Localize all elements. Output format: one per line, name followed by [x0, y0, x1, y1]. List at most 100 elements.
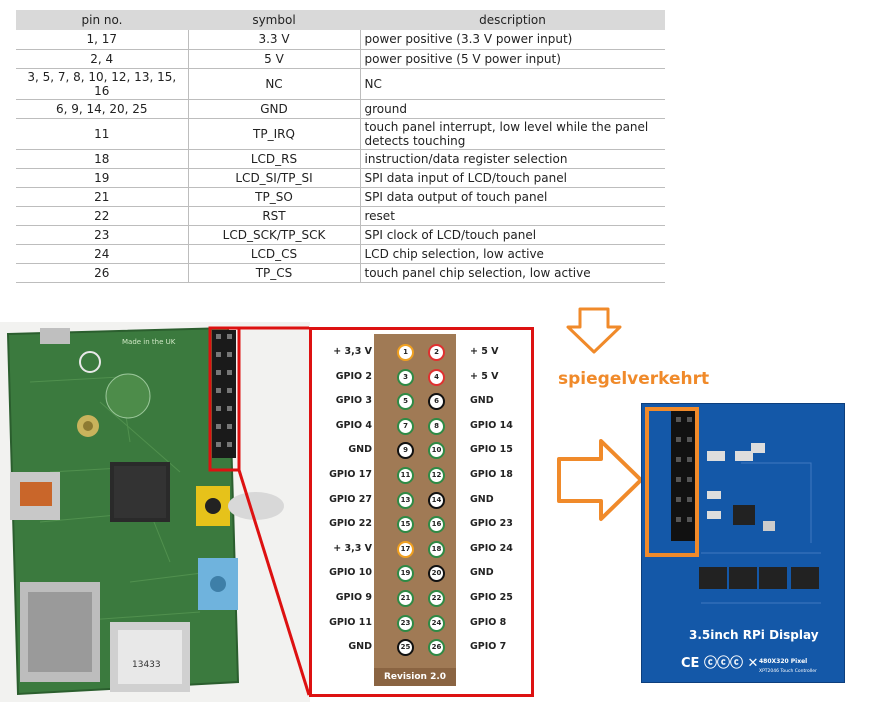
- gpio-label-left: GPIO 22: [329, 518, 372, 530]
- gpio-label-left: + 3,3 V: [333, 542, 372, 554]
- cell-symbol: GND: [187, 99, 361, 119]
- pin-number-even: 2: [428, 344, 445, 361]
- cell-description: power positive (3.3 V power input): [360, 30, 665, 50]
- cell-description: instruction/data register selection: [360, 149, 665, 169]
- gpio-label-right: GND: [470, 395, 494, 407]
- gpio-header-strip: [374, 334, 456, 686]
- cell-description: power positive (5 V power input): [360, 49, 665, 69]
- cell-pin-no: 23: [16, 225, 188, 245]
- cell-description: reset: [360, 206, 665, 226]
- cell-description: ground: [360, 99, 665, 119]
- gpio-label-left: GPIO 11: [329, 616, 372, 628]
- pin-number-even: 6: [428, 393, 445, 411]
- gpio-label-right: GPIO 8: [470, 616, 507, 628]
- pin-number-odd: 5: [397, 393, 414, 411]
- cell-description: SPI data output of touch panel: [360, 187, 665, 207]
- cell-pin-no: 3, 5, 7, 8, 10, 12, 13, 15, 16: [16, 68, 188, 100]
- gpio-label-right: GPIO 14: [470, 419, 513, 431]
- gpio-label-right: GPIO 15: [470, 444, 513, 456]
- pin-number-even: 16: [428, 516, 445, 534]
- lcd-cert-marks: CE ⓒⓒⓒ ✕: [681, 655, 758, 671]
- cell-symbol: TP_CS: [187, 263, 361, 283]
- gpio-label-left: GND: [348, 641, 372, 653]
- cell-description: touch panel interrupt, low level while t…: [360, 118, 665, 150]
- cell-pin-no: 6, 9, 14, 20, 25: [16, 99, 188, 119]
- cell-pin-no: 21: [16, 187, 188, 207]
- pin-number-odd: 3: [397, 368, 414, 386]
- gpio-label-left: GND: [348, 444, 372, 456]
- cell-pin-no: 19: [16, 168, 188, 188]
- gpio-label-right: GPIO 18: [470, 469, 513, 480]
- cell-symbol: 5 V: [187, 49, 361, 69]
- cell-symbol: LCD_SCK/TP_SCK: [187, 225, 361, 245]
- cell-symbol: NC: [187, 68, 361, 100]
- cell-pin-no: 11: [16, 118, 188, 150]
- cell-symbol: 3.3 V: [187, 30, 361, 50]
- gpio-label-right: + 5 V: [470, 346, 499, 357]
- gpio-label-left: GPIO 2: [335, 370, 372, 382]
- gpio-label-right: GND: [470, 493, 494, 505]
- lcd-resolution: 480X320 Pixel: [759, 658, 807, 665]
- cell-description: touch panel chip selection, low active: [360, 263, 665, 283]
- cell-pin-no: 1, 17: [16, 30, 188, 50]
- cell-description: LCD chip selection, low active: [360, 244, 665, 264]
- lcd-title: 3.5inch RPi Display: [689, 628, 819, 642]
- pin-number-odd: 9: [397, 442, 414, 460]
- pin-number-odd: 17: [397, 540, 414, 558]
- pin-number-odd: 25: [397, 639, 414, 657]
- cell-symbol: LCD_RS: [187, 149, 361, 169]
- pin-number-odd: 11: [397, 467, 414, 484]
- cell-description: SPI data input of LCD/touch panel: [360, 168, 665, 188]
- cell-pin-no: 24: [16, 244, 188, 264]
- down-arrow-icon: [566, 307, 622, 354]
- cell-pin-no: 2, 4: [16, 49, 188, 69]
- cell-symbol: LCD_CS: [187, 244, 361, 264]
- pin-number-even: 24: [428, 614, 445, 632]
- lcd-display-board-photo: 3.5inch RPi Display CE ⓒⓒⓒ ✕ 480X320 Pix…: [641, 403, 845, 683]
- gpio-label-left: GPIO 4: [335, 419, 372, 431]
- gpio-label-right: GPIO 7: [470, 641, 507, 653]
- gpio-label-left: GPIO 9: [335, 592, 372, 603]
- gpio-label-left: GPIO 17: [329, 469, 372, 480]
- pin-number-even: 8: [428, 417, 445, 435]
- pin-number-even: 4: [428, 368, 445, 386]
- made-in-uk-label: Made in the UK: [122, 338, 176, 346]
- gpio-label-right: GND: [470, 567, 494, 579]
- mirror-note: spiegelverkehrt: [558, 369, 710, 389]
- raspberry-pi-board-photo: Made in the UK 13433: [0, 322, 310, 702]
- cell-symbol: RST: [187, 206, 361, 226]
- gpio-label-left: GPIO 10: [329, 567, 372, 579]
- revision-label: Revision 2.0: [374, 668, 456, 686]
- pin-number-odd: 1: [397, 344, 414, 361]
- gpio-label-left: GPIO 3: [335, 395, 372, 407]
- pin-number-odd: 15: [397, 516, 414, 534]
- pin-number-odd: 21: [397, 590, 414, 607]
- lcd-controller: XPT2046 Touch Controller: [759, 668, 817, 674]
- pin-number-even: 10: [428, 442, 445, 460]
- cell-pin-no: 22: [16, 206, 188, 226]
- table-header-row: pin no. symbol description: [16, 10, 665, 30]
- header-description: description: [360, 10, 665, 30]
- connector-highlight: [645, 407, 699, 557]
- cell-pin-no: 18: [16, 149, 188, 169]
- gpio-label-right: + 5 V: [470, 370, 499, 382]
- pin-number-even: 26: [428, 639, 445, 657]
- pin-number-odd: 7: [397, 417, 414, 435]
- gpio-label-left: + 3,3 V: [333, 346, 372, 357]
- cell-description: NC: [360, 68, 665, 100]
- pin-number-even: 20: [428, 565, 445, 583]
- pin-number-even: 12: [428, 467, 445, 484]
- pin-number-odd: 13: [397, 491, 414, 509]
